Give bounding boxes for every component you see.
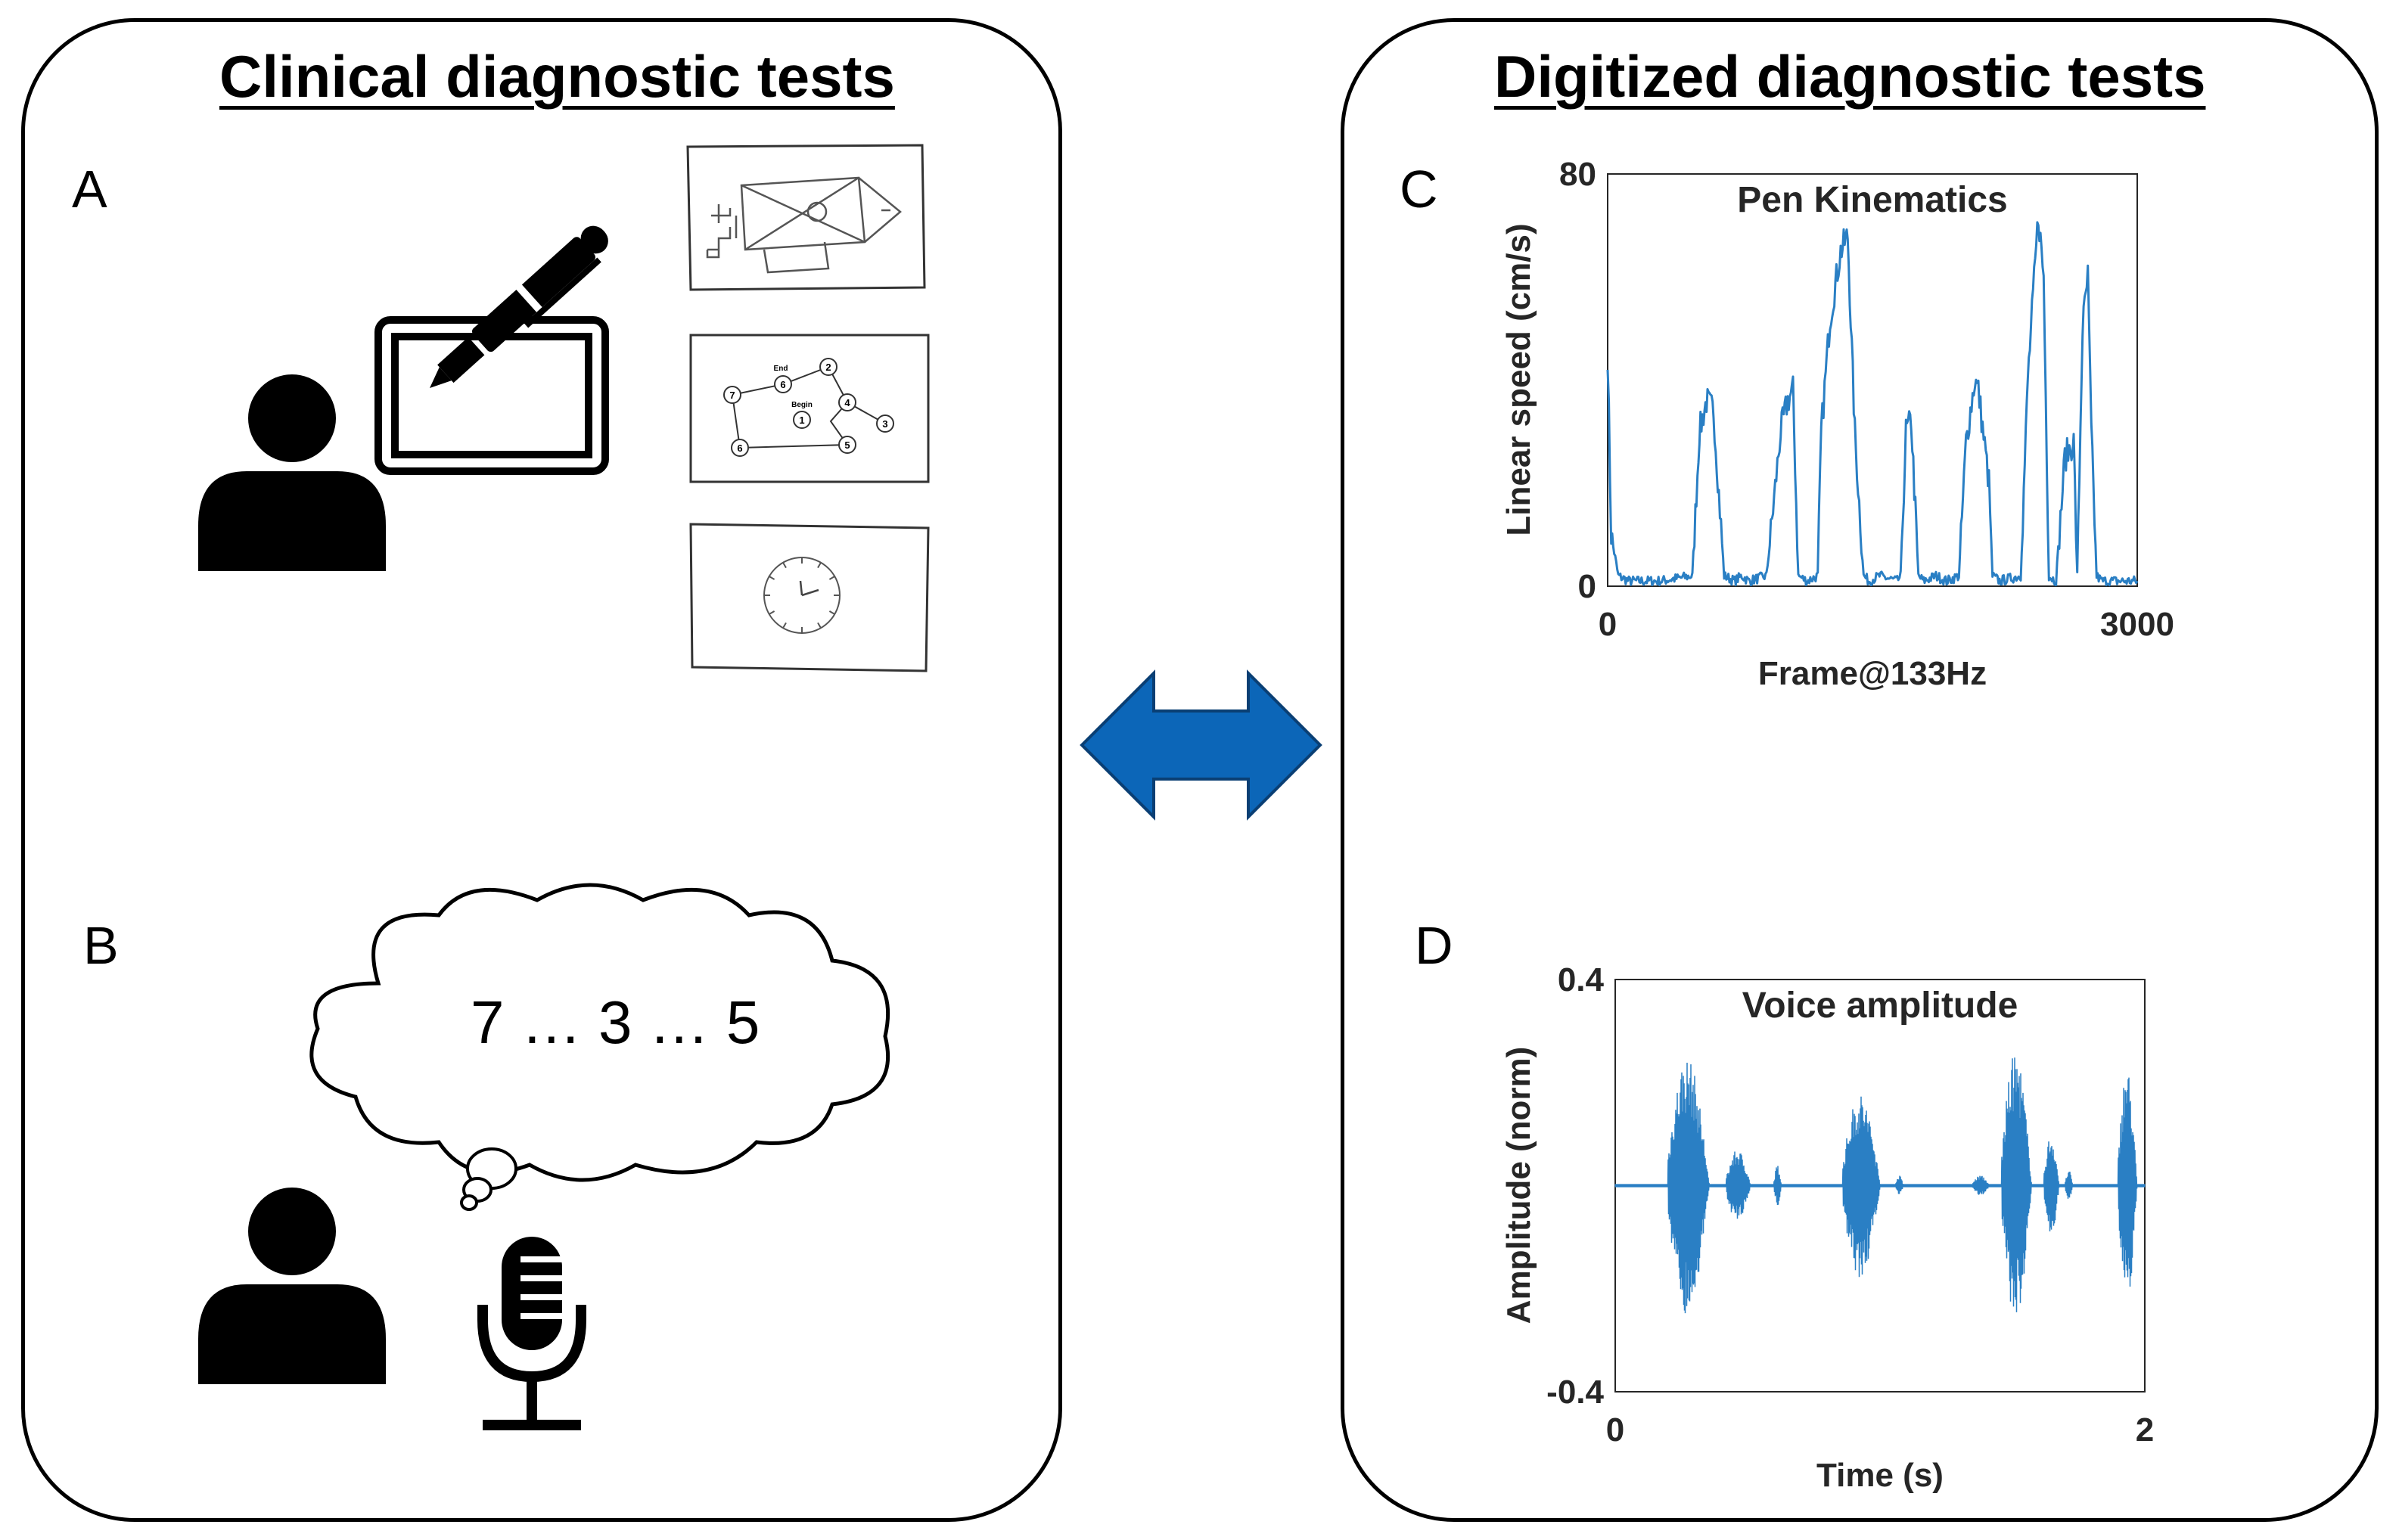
trail-node-2: 2 [825,362,831,373]
chart-c-xlabel: Frame@133Hz [1758,655,1987,692]
trail-node-3: 3 [882,418,887,430]
trail-making-card: 7 6 2 4 1 3 6 5 End Begin [689,334,930,483]
chart-d-ytick-max: 0.4 [1558,961,1605,998]
person-icon [198,1188,386,1384]
clock-drawing-card [689,523,930,672]
voice-amplitude-series [1614,1057,2146,1314]
trail-node-6a: 6 [780,379,785,390]
trail-node-6b: 6 [737,442,742,454]
digitized-tests-title: Digitized diagnostic tests [1494,43,2206,110]
chart-c-ytick-min: 0 [1578,568,1596,605]
trail-node-7: 7 [729,390,735,401]
microphone-icon [477,1237,586,1430]
panel-label-c: C [1400,160,1438,219]
chart-c-ylabel: Linear speed (cm/s) [1500,223,1537,536]
chart-d-xtick-max: 2 [2136,1411,2154,1448]
chart-c-ytick-max: 80 [1559,156,1596,193]
chart-c-title: Pen Kinematics [1737,180,2007,220]
trail-begin-label: Begin [791,401,813,409]
clinical-tests-title: Clinical diagnostic tests [219,43,895,110]
chart-c-xtick-max: 3000 [2100,606,2174,643]
chart-d-xtick-min: 0 [1606,1411,1624,1448]
trail-node-4: 4 [844,397,850,408]
trail-end-label: End [774,365,788,373]
chart-d-title: Voice amplitude [1742,986,2018,1026]
trail-node-5: 5 [844,439,850,451]
panel-label-b: B [83,916,119,975]
bidirectional-arrow-icon [1080,669,1322,821]
tablet-pen-icon [374,225,609,475]
pen-speed-series [1606,221,2139,587]
chart-d-ylabel: Amplitude (norm) [1500,1047,1537,1324]
thought-bubble-text: 7 … 3 … 5 [471,989,760,1056]
chart-d-ytick-min: -0.4 [1546,1374,1604,1411]
person-icon [198,374,386,571]
chart-d-xlabel: Time (s) [1816,1457,1944,1494]
panel-label-d: D [1415,916,1453,975]
thought-bubble-icon [309,883,890,1211]
voice-amplitude-chart: Voice amplitude 0.4 -0.4 0 2 Time (s) Am… [1500,961,2154,1494]
chart-c-xtick-min: 0 [1599,606,1617,643]
trail-node-1: 1 [799,414,804,426]
figure-copy-card [686,144,926,291]
panel-label-a: A [72,160,107,219]
pen-kinematics-chart: Pen Kinematics 80 0 0 3000 Frame@133Hz L… [1500,156,2174,692]
